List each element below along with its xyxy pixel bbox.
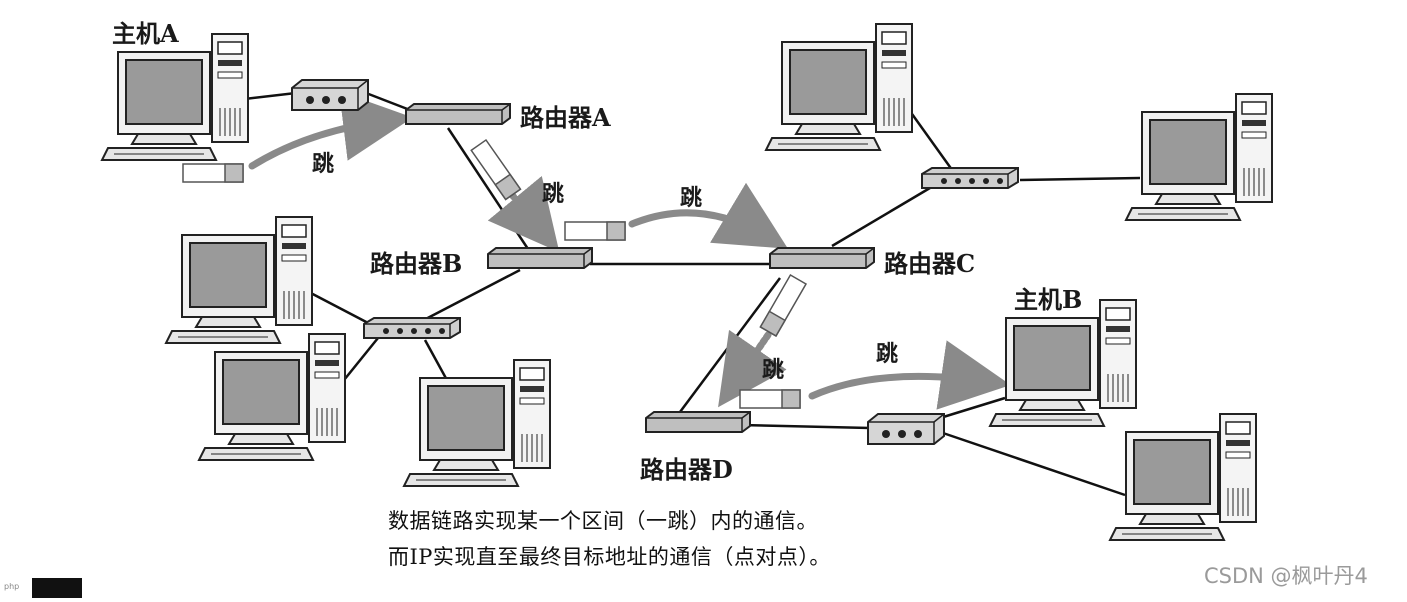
router-c-label: 路由器C	[884, 249, 976, 278]
router-c-device	[769, 247, 875, 269]
computer-top-right-2	[1125, 93, 1273, 221]
hop-label-5: 跳	[876, 341, 899, 367]
router-b-label: 路由器B	[370, 249, 463, 278]
host-b-computer	[989, 299, 1137, 427]
hop-label-3: 跳	[680, 185, 703, 211]
bridge-a	[291, 79, 369, 111]
router-d-label: 路由器D	[640, 455, 733, 484]
computer-top-right-1	[765, 23, 913, 151]
packet-2	[470, 139, 522, 201]
packet-4	[759, 274, 807, 337]
packet-5	[739, 389, 801, 409]
packet-1	[182, 163, 244, 183]
corner-mark: php	[4, 582, 20, 591]
bridge-b	[867, 413, 945, 445]
hub-left	[363, 317, 461, 339]
hop-label-4: 跳	[762, 357, 785, 383]
router-b-device	[487, 247, 593, 269]
router-a-device	[405, 103, 511, 125]
host-b-label: 主机B	[1014, 285, 1083, 314]
caption-line-2: 而IP实现直至最终目标地址的通信（点对点）。	[388, 545, 831, 569]
computer-left-3	[403, 359, 551, 487]
hop-arrows	[248, 91, 1011, 410]
router-a-label: 路由器A	[520, 103, 611, 132]
cables	[235, 91, 1141, 497]
host-a-computer	[101, 33, 249, 161]
hub-right	[921, 167, 1019, 189]
corner-black-block	[32, 578, 82, 598]
computer-bottom-right	[1109, 413, 1257, 541]
caption-line-1: 数据链路实现某一个区间（一跳）内的通信。	[388, 509, 818, 533]
packet-3	[564, 221, 626, 241]
computer-left-2	[198, 333, 346, 461]
host-a-label: 主机A	[112, 19, 179, 48]
hop-label-2: 跳	[542, 181, 565, 207]
router-d-device	[645, 411, 751, 433]
hop-label-1: 跳	[312, 151, 335, 177]
watermark: CSDN @枫叶丹4	[1204, 564, 1368, 588]
computer-left-1	[165, 216, 313, 344]
